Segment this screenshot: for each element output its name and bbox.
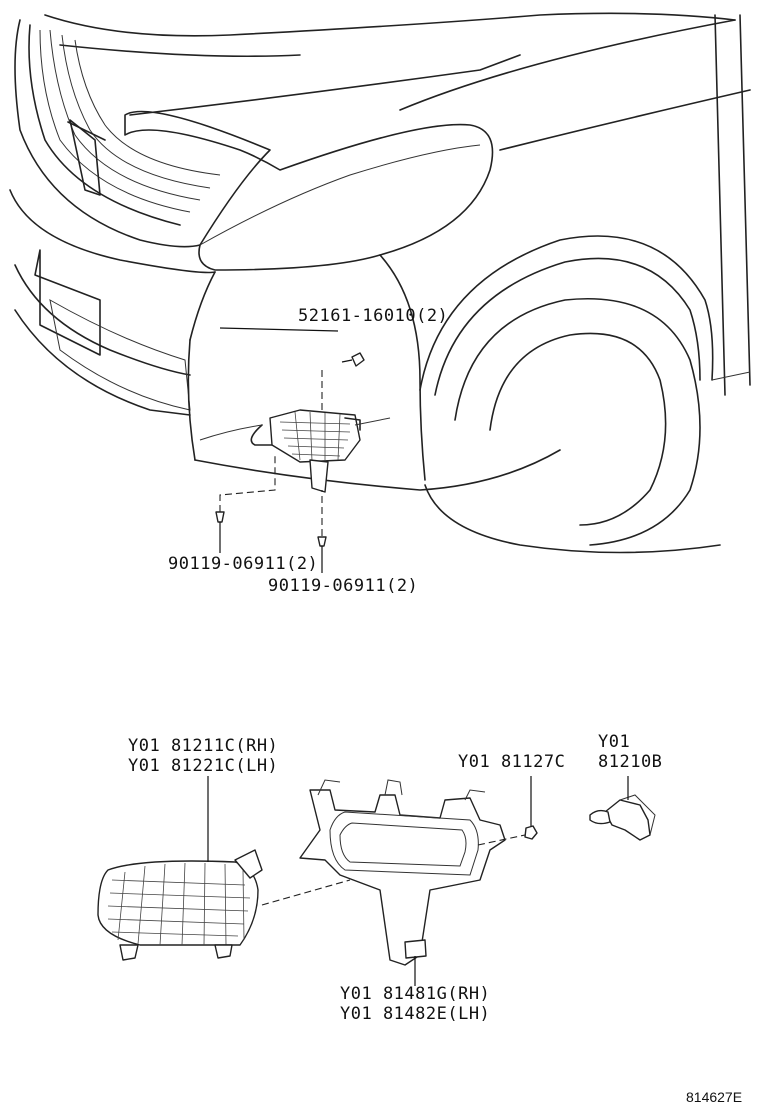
exploded-parts-illustration — [97, 776, 656, 986]
callout-cover-rh: Y01 81481G(RH) — [340, 984, 491, 1004]
car-front-illustration — [9, 12, 751, 573]
callout-fog-lamp-rh: Y01 81211C(RH) — [128, 736, 279, 756]
callout-screw-right: 90119-06911(2) — [268, 576, 419, 596]
callout-bulb-line2: 81210B — [598, 752, 663, 772]
callout-cover-lh: Y01 81482E(LH) — [340, 1004, 491, 1024]
callout-screw-left: 90119-06911(2) — [168, 554, 319, 574]
callout-fog-lamp-lh: Y01 81221C(LH) — [128, 756, 279, 776]
callout-clip-top: 52161-16010(2) — [298, 306, 449, 326]
callout-nut: Y01 81127C — [458, 752, 566, 772]
callout-bulb-line1: Y01 — [598, 732, 631, 752]
figure-id: 814627E — [686, 1089, 743, 1105]
